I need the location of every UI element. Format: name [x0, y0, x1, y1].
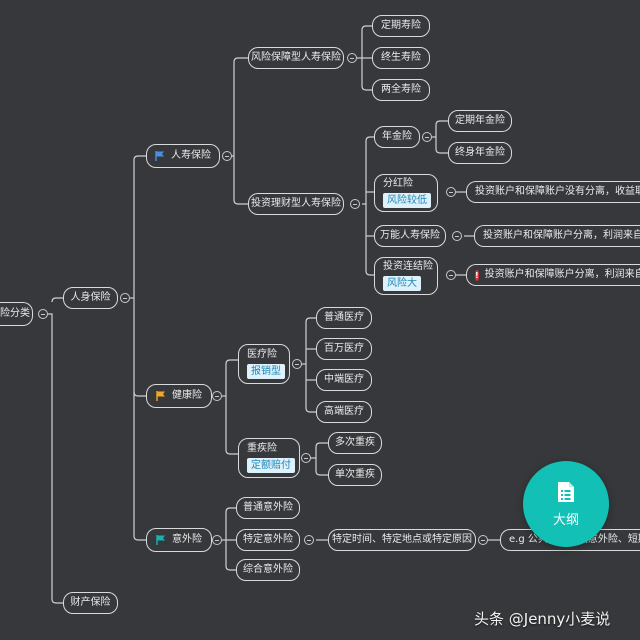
edge-protection-1 [361, 25, 372, 58]
collapse-dividend-button[interactable] [446, 187, 456, 197]
collapse-health-button[interactable] [212, 391, 222, 401]
collapse-universal-button[interactable] [452, 231, 462, 241]
edge-root-life [51, 297, 63, 303]
fixed-payout-tag: 定额赔付 [247, 457, 295, 473]
edge-critical-2 [315, 458, 328, 476]
outline-button-label: 大纲 [552, 512, 579, 528]
edge-invest-linked [365, 270, 374, 276]
node-medical[interactable]: 医疗险 报销型 [238, 344, 290, 384]
node-annuity[interactable]: 年金险 [374, 126, 420, 148]
node-critical-illness[interactable]: 重疾险 定额赔付 [238, 438, 300, 478]
edge-medical-4 [305, 407, 316, 413]
risk-high-tag: 风险大 [383, 275, 421, 291]
edge-health-critical [225, 449, 238, 455]
leaf-lifetime-annuity[interactable]: 终身年金险 [448, 142, 512, 164]
watermark: 头条 @Jenny小麦说 [474, 610, 611, 628]
warning-icon: ! [475, 269, 479, 281]
edge-medical-1 [305, 317, 316, 323]
leaf-million-medical[interactable]: 百万医疗 [316, 338, 372, 360]
collapse-critical-button[interactable] [301, 453, 311, 463]
node-human-life[interactable]: 人寿保险 [146, 144, 220, 168]
edge-annuity-2 [435, 137, 448, 154]
leaf-term-life[interactable]: 定期寿险 [372, 15, 430, 37]
edge-accident-3 [225, 565, 236, 571]
edge-invest-annuity [365, 136, 374, 142]
leaf-general-medical[interactable]: 普通医疗 [316, 307, 372, 329]
leaf-multiple-critical[interactable]: 多次重疾 [328, 432, 382, 454]
node-specific-detail[interactable]: 特定时间、特定地点或特定原因 [328, 529, 476, 551]
collapse-medical-button[interactable] [292, 359, 302, 369]
node-protection-life[interactable]: 风险保障型人寿保险 [248, 47, 344, 69]
note-universal[interactable]: 投资账户和保障账户分离，利润来自投 [474, 225, 640, 247]
leaf-endowment[interactable]: 两全寿险 [372, 79, 430, 101]
orange-flag-icon [156, 391, 166, 401]
teal-flag-icon [156, 535, 166, 545]
leaf-comprehensive-accident[interactable]: 综合意外险 [236, 559, 300, 581]
node-accident[interactable]: 意外险 [146, 528, 212, 552]
collapse-protection-button[interactable] [347, 53, 357, 63]
edge-accident-1 [225, 507, 236, 513]
edge-life-accident [133, 535, 146, 541]
leaf-high-medical[interactable]: 高端医疗 [316, 401, 372, 423]
collapse-accident-button[interactable] [212, 535, 222, 545]
leaf-general-accident[interactable]: 普通意外险 [236, 497, 300, 519]
reimbursement-tag: 报销型 [247, 363, 285, 379]
node-universal-life[interactable]: 万能人寿保险 [374, 225, 446, 247]
node-investment-life[interactable]: 投资理财型人寿保险 [248, 193, 344, 215]
collapse-specific-detail-button[interactable] [478, 535, 488, 545]
collapse-linked-button[interactable] [446, 270, 456, 280]
collapse-life-insurance-button[interactable] [120, 293, 130, 303]
node-specific-accident[interactable]: 特定意外险 [236, 529, 300, 551]
risk-low-tag: 风险较低 [383, 192, 431, 208]
outline-button[interactable]: 大纲 [523, 461, 609, 547]
edge-life-health [133, 391, 146, 397]
node-property-insurance[interactable]: 财产保险 [63, 592, 118, 614]
collapse-specific-accident-button[interactable] [304, 535, 314, 545]
collapse-human-life-button[interactable] [222, 151, 232, 161]
node-health[interactable]: 健康险 [146, 384, 212, 408]
note-linked[interactable]: ! 投资账户和保障账户分离，利润来自 [466, 264, 640, 286]
leaf-mid-medical[interactable]: 中端医疗 [316, 369, 372, 391]
collapse-annuity-button[interactable] [422, 132, 432, 142]
collapse-investment-button[interactable] [350, 199, 360, 209]
edge-critical-1 [315, 442, 328, 458]
node-life-insurance[interactable]: 人身保险 [63, 287, 118, 309]
edge-human-trunk [232, 62, 235, 157]
node-root[interactable]: 险分类 [0, 302, 33, 326]
leaf-term-annuity[interactable]: 定期年金险 [448, 110, 512, 132]
edge-health-medical [225, 359, 238, 365]
leaf-single-critical[interactable]: 单次重疾 [328, 464, 382, 486]
outline-doc-icon [558, 481, 574, 502]
node-unit-linked[interactable]: 投资连结险 风险大 [374, 257, 438, 295]
note-dividend[interactable]: 投资账户和保障账户没有分离，收益取决 [466, 181, 640, 203]
edge-protection-3 [361, 58, 372, 91]
collapse-root-button[interactable] [38, 309, 48, 319]
blue-flag-icon [155, 151, 165, 161]
edge-root-trunk [48, 313, 63, 604]
edge-annuity-1 [435, 120, 448, 137]
node-dividend[interactable]: 分红险 风险较低 [374, 174, 438, 212]
edge-human-invest [233, 156, 248, 205]
leaf-whole-life[interactable]: 终生寿险 [372, 47, 430, 69]
edge-life-human [133, 155, 146, 161]
edge-human-protection [233, 57, 248, 63]
